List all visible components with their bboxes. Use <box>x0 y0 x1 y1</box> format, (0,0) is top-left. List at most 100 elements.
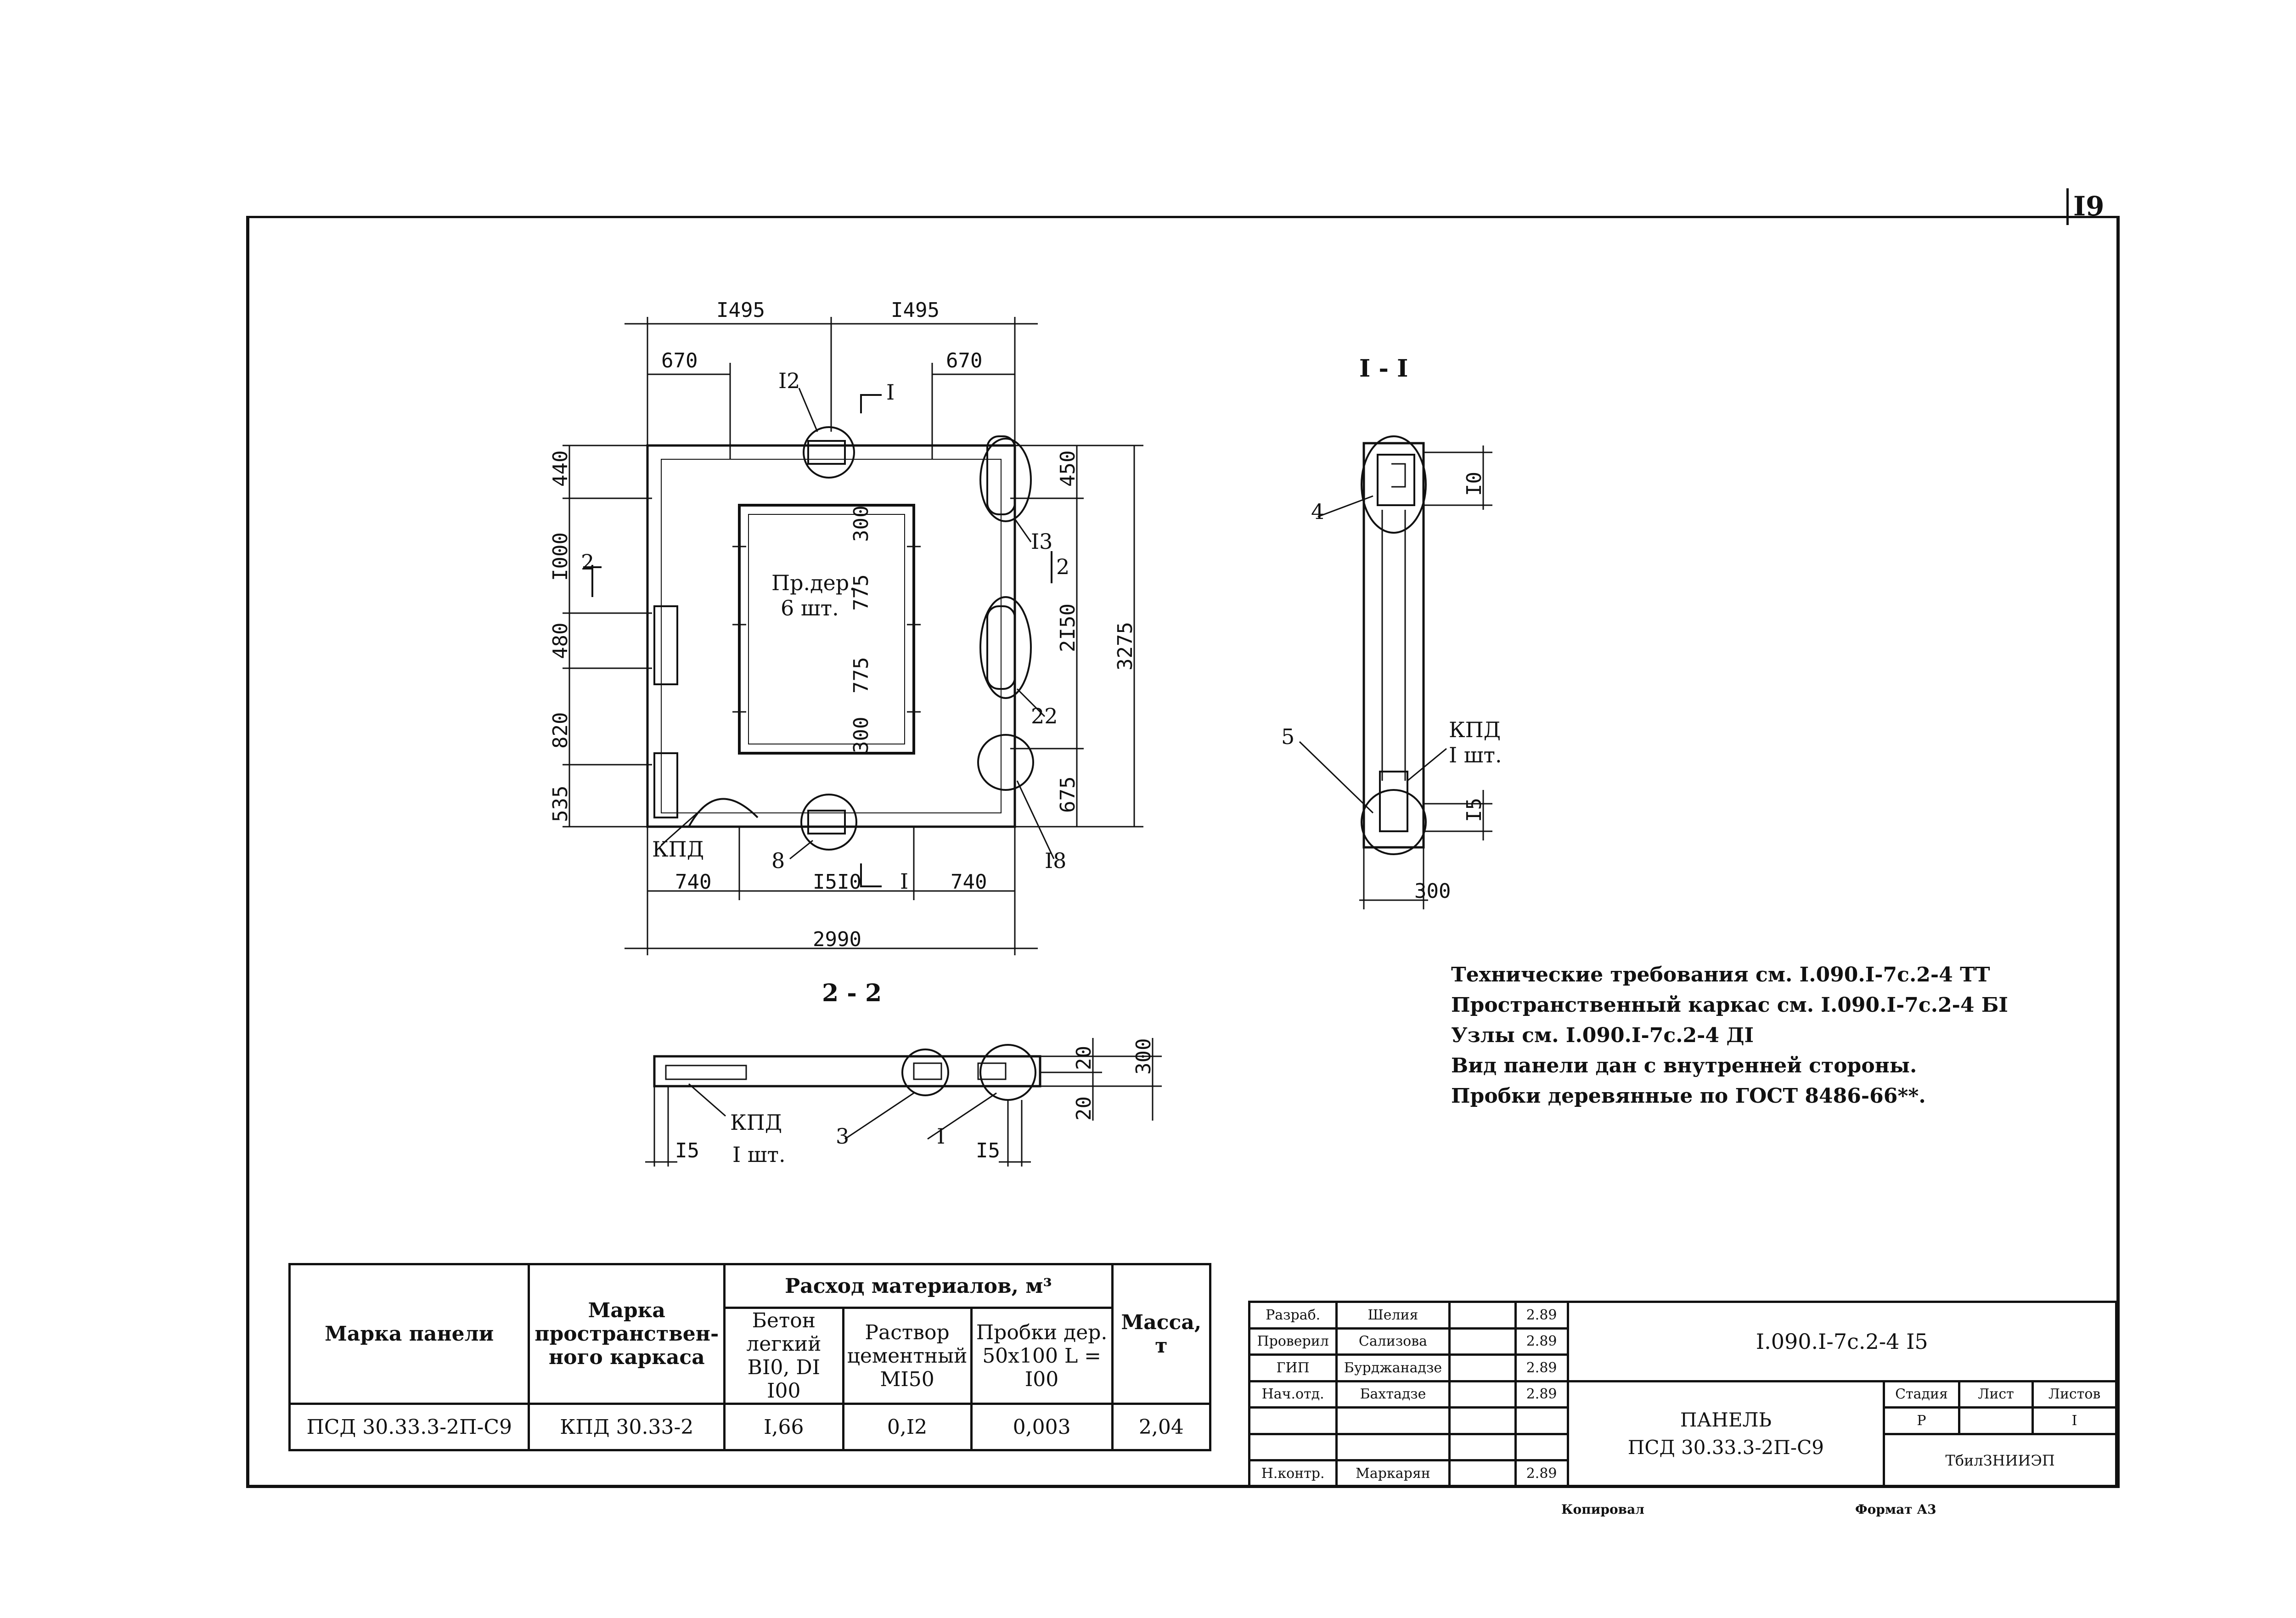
left-dim-5: 535 <box>549 786 572 822</box>
section-1-1-dim-300: 300 <box>1414 879 1451 903</box>
section-1-1-outline <box>1362 442 1425 849</box>
signature <box>1448 1459 1517 1488</box>
footer-format: Формат А3 <box>1855 1502 1936 1517</box>
section-2-2-kpd-count: I шт. <box>732 1142 786 1167</box>
signature <box>1448 1380 1517 1409</box>
inner-dim-3: 775 <box>850 657 873 693</box>
section-2-2-dim-15-left: I5 <box>675 1139 699 1162</box>
header-mass: Масса, т <box>1111 1263 1212 1405</box>
top-dim-right: I495 <box>891 299 940 322</box>
sheets-value: I <box>2032 1406 2117 1435</box>
overall-width: 2990 <box>813 928 861 951</box>
left-dim-4: 820 <box>549 712 572 749</box>
section-mark-bottom: I <box>900 869 908 894</box>
header-consumption: Расход материалов, м³ <box>723 1263 1114 1309</box>
stage-label: Стадия <box>1883 1380 1960 1409</box>
left-dim-1: 440 <box>549 451 572 487</box>
right-dim-1: 450 <box>1056 451 1080 487</box>
footer-copied: Копировал <box>1561 1502 1645 1517</box>
sheet-value <box>1958 1406 2034 1435</box>
materials-table: Марка панели Марка пространствен-ного ка… <box>288 1263 1212 1451</box>
technical-notes: Технические требования см. I.090.I-7c.2-… <box>1451 960 2008 1111</box>
page-number: I9 <box>2073 191 2105 222</box>
signer-name: Бурджанадзе <box>1335 1353 1451 1382</box>
section-2-2-dim-20a: 20 <box>1072 1046 1096 1070</box>
inner-dim-4: 300 <box>850 717 873 753</box>
header-panel-mark: Марка панели <box>288 1263 530 1405</box>
section-1-1-title: I - I <box>1359 355 1408 383</box>
note-line: Технические требования см. I.090.I-7c.2-… <box>1451 963 1990 987</box>
callout-12: I2 <box>778 368 800 393</box>
section-1-1-kpd-count: I шт. <box>1449 743 1502 767</box>
section-2-2-dim-20b: 20 <box>1072 1096 1096 1121</box>
top-dim-left: I495 <box>716 299 765 322</box>
stage-value: Р <box>1883 1406 1960 1435</box>
signer-name: Маркарян <box>1335 1459 1451 1488</box>
section-2-2-callout-3: 3 <box>836 1124 849 1149</box>
note-line: Пространственный каркас см. I.090.I-7c.2… <box>1451 993 2009 1017</box>
note-line: Узлы см. I.090.I-7c.2-4 ДI <box>1451 1024 1754 1047</box>
signer-date: 2.89 <box>1514 1301 1569 1330</box>
left-dim-3: 480 <box>549 623 572 659</box>
signer-date <box>1514 1432 1569 1462</box>
left-dim-2: I000 <box>549 532 572 581</box>
signer-date: 2.89 <box>1514 1327 1569 1356</box>
callout-8: 8 <box>771 848 785 873</box>
section-mark-right: 2 <box>1056 554 1069 579</box>
section-mark-left: 2 <box>581 550 594 575</box>
note-line: Вид панели дан с внутренней стороны. <box>1451 1054 1917 1077</box>
section-1-1-dim-10: I0 <box>1463 472 1486 496</box>
product-title-cell: ПАНЕЛЬ ПСД 30.33.3-2П-С9 <box>1566 1380 1885 1488</box>
bottom-dim-right: 740 <box>951 870 987 894</box>
product-name: ПАНЕЛЬ <box>1680 1409 1772 1432</box>
signer-role <box>1248 1432 1338 1462</box>
signature <box>1448 1327 1517 1356</box>
organization: ТбилЗНИИЭП <box>1883 1432 2117 1488</box>
signature <box>1448 1301 1517 1330</box>
signer-role: Нач.отд. <box>1248 1380 1338 1409</box>
section-2-2-callout-1: I <box>937 1124 945 1149</box>
sheets-label: Листов <box>2032 1380 2117 1409</box>
section-2-2-kpd: КПД <box>730 1110 782 1135</box>
overall-height: 3275 <box>1114 622 1137 671</box>
cell-concrete: I,66 <box>723 1403 844 1451</box>
signature <box>1448 1432 1517 1462</box>
signer-name: Шелия <box>1335 1301 1451 1330</box>
note-line: Пробки деревянные по ГОСТ 8486-66**. <box>1451 1084 1926 1108</box>
signature <box>1448 1353 1517 1382</box>
callout-13: I3 <box>1031 529 1052 554</box>
signer-name <box>1335 1432 1451 1462</box>
plug-note-line1: Пр.дер. <box>771 570 856 595</box>
signature <box>1448 1406 1517 1435</box>
section-1-1-callout-4: 4 <box>1311 499 1324 524</box>
header-plugs: Пробки дер. 50х100 L = I00 <box>970 1307 1114 1405</box>
top-sub-dim-left: 670 <box>661 349 698 372</box>
sheet-label: Лист <box>1958 1380 2034 1409</box>
page-number-tick <box>2066 188 2069 225</box>
inner-dim-1: 300 <box>850 506 873 542</box>
section-2-2-dim-300: 300 <box>1132 1038 1155 1075</box>
sheet-border <box>246 216 2120 1488</box>
signer-date: 2.89 <box>1514 1459 1569 1488</box>
signer-name <box>1335 1406 1451 1435</box>
header-frame-mark: Марка пространствен-ного каркаса <box>528 1263 726 1405</box>
product-mark: ПСД 30.33.3-2П-С9 <box>1627 1436 1824 1459</box>
signer-date: 2.89 <box>1514 1353 1569 1382</box>
doc-code: I.090.I-7c.2-4 I5 <box>1566 1301 2118 1382</box>
cell-mortar: 0,I2 <box>842 1403 973 1451</box>
callout-18: I8 <box>1045 848 1066 873</box>
right-dim-3: 675 <box>1056 777 1080 813</box>
cell-panel-mark: ПСД 30.33.3-2П-С9 <box>288 1403 530 1451</box>
callout-kpd: КПД <box>652 837 704 862</box>
section-1-1-callout-5: 5 <box>1281 724 1294 749</box>
top-sub-dim-right: 670 <box>946 349 982 372</box>
signer-role: Н.контр. <box>1248 1459 1338 1488</box>
section-1-1-kpd: КПД <box>1449 717 1501 742</box>
section-2-2-title: 2 - 2 <box>822 979 882 1007</box>
callout-22: 22 <box>1031 704 1058 728</box>
section-mark-top: I <box>886 380 895 405</box>
header-mortar: Раствор цементный MI50 <box>842 1307 973 1405</box>
signer-role: Проверил <box>1248 1327 1338 1356</box>
title-block: Разраб. Шелия 2.89 I.090.I-7c.2-4 I5 Про… <box>1248 1301 2118 1488</box>
